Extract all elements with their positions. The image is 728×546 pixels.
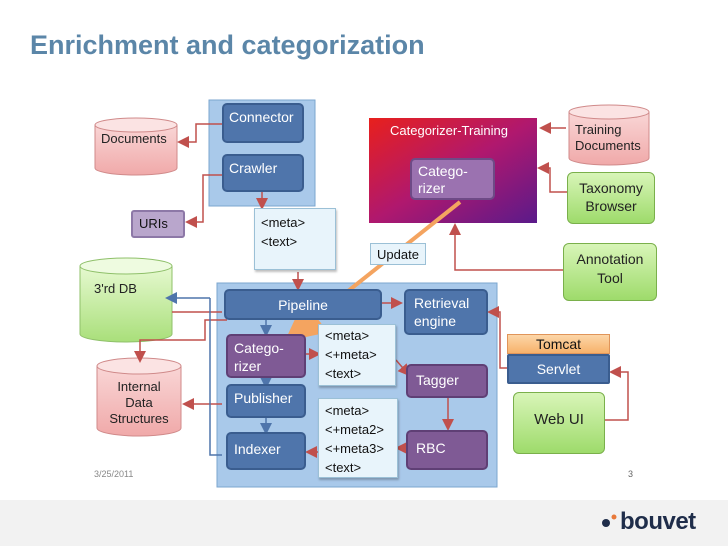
update-label: Update	[370, 243, 426, 265]
meta-text-note-2-line2: <+meta>	[325, 347, 377, 362]
taxonomy-browser-line1: Taxonomy	[579, 180, 643, 196]
slide-title: Enrichment and categorization	[30, 30, 425, 60]
meta-text-note-2-line1: <meta>	[325, 328, 370, 343]
footer-page-number: 3	[628, 469, 634, 479]
connector-label: Connector	[229, 109, 294, 125]
pipeline-label: Pipeline	[278, 297, 328, 313]
update-text: Update	[377, 247, 419, 262]
taxonomy-browser-line2: Browser	[585, 198, 637, 214]
crawler-node[interactable]: Crawler	[222, 154, 304, 192]
annotation-tool-node[interactable]: Annotation Tool	[563, 243, 657, 301]
meta-text-note-3: <meta> <+meta2> <+meta3> <text>	[318, 398, 398, 478]
footer-brand-logo: bouvet	[620, 508, 696, 535]
third-db-cylinder	[79, 257, 173, 343]
pipeline-node[interactable]: Pipeline	[224, 289, 382, 320]
footer-date: 3/25/2011	[94, 469, 134, 479]
documents-cylinder	[94, 117, 178, 176]
third-db-label: 3'rd DB	[94, 281, 137, 296]
categorizer-low-node[interactable]: Catego- rizer	[226, 334, 306, 378]
web-ui-node[interactable]: Web UI	[513, 392, 605, 454]
web-ui-label: Web UI	[534, 411, 584, 428]
annotation-tool-line1: Annotation	[576, 251, 644, 267]
publisher-label: Publisher	[234, 390, 293, 406]
training-documents-cylinder	[568, 104, 650, 166]
meta-text-note-2: <meta> <+meta> <text>	[318, 324, 396, 386]
categorizer-low-line1: Catego-	[234, 340, 284, 356]
crawler-label: Crawler	[229, 160, 278, 176]
tomcat-label: Tomcat	[535, 336, 582, 352]
documents-label: Documents	[101, 131, 167, 146]
meta-text-note-3-line4: <text>	[325, 460, 362, 475]
categorizer-training-label: Categorizer-Training	[390, 123, 509, 138]
meta-text-note-1-line2: <text>	[261, 234, 298, 249]
meta-text-note-1-line1: <meta>	[261, 215, 306, 230]
meta-text-note-2-line3: <text>	[325, 366, 362, 381]
annotation-tool-line2: Tool	[597, 270, 623, 286]
retrieval-engine-line2: engine	[414, 313, 457, 329]
servlet-label: Servlet	[536, 361, 581, 377]
retrieval-engine-node[interactable]: Retrieval engine	[404, 289, 488, 335]
internal-data-label: Internal Data Structures	[97, 379, 181, 427]
internal-data-cylinder	[96, 357, 182, 437]
meta-text-note-1: <meta> <text>	[254, 208, 336, 270]
uris-node[interactable]: URIs	[131, 210, 185, 238]
meta-text-note-3-line1: <meta>	[325, 403, 370, 418]
blue-connectors	[165, 292, 272, 456]
uris-label: URIs	[139, 216, 168, 231]
servlet-node[interactable]: Servlet	[507, 354, 610, 384]
meta-text-note-3-line2: <+meta2>	[325, 422, 384, 437]
rbc-label: RBC	[416, 440, 446, 456]
rbc-node[interactable]: RBC	[406, 430, 488, 470]
retrieval-engine-line1: Retrieval	[414, 295, 470, 311]
training-documents-line2: Documents	[575, 138, 641, 153]
tagger-node[interactable]: Tagger	[406, 364, 488, 398]
training-documents-label: Training Documents	[575, 122, 641, 154]
logo-dot-small	[611, 514, 617, 520]
meta-text-note-3-line3: <+meta3>	[325, 441, 384, 456]
footer-bar	[0, 500, 728, 546]
tomcat-node[interactable]: Tomcat	[507, 334, 610, 354]
connector-node[interactable]: Connector	[222, 103, 304, 143]
indexer-node[interactable]: Indexer	[226, 432, 306, 470]
internal-data-line1: Internal	[117, 379, 161, 394]
categorizer-low-line2: rizer	[234, 358, 262, 374]
training-documents-line1: Training	[575, 122, 622, 137]
publisher-node[interactable]: Publisher	[226, 384, 306, 418]
indexer-label: Indexer	[234, 441, 281, 457]
tagger-label: Tagger	[416, 372, 459, 388]
taxonomy-browser-node[interactable]: Taxonomy Browser	[567, 172, 655, 224]
red-connectors	[134, 122, 629, 458]
internal-data-line3: Structures	[109, 411, 169, 426]
internal-data-line2: Data	[125, 395, 153, 410]
categorizer-top-node[interactable]: Catego- rizer	[410, 158, 495, 200]
categorizer-top-line1: Catego-	[418, 163, 468, 179]
logo-dot-large	[602, 519, 610, 527]
categorizer-top-line2: rizer	[418, 180, 446, 196]
